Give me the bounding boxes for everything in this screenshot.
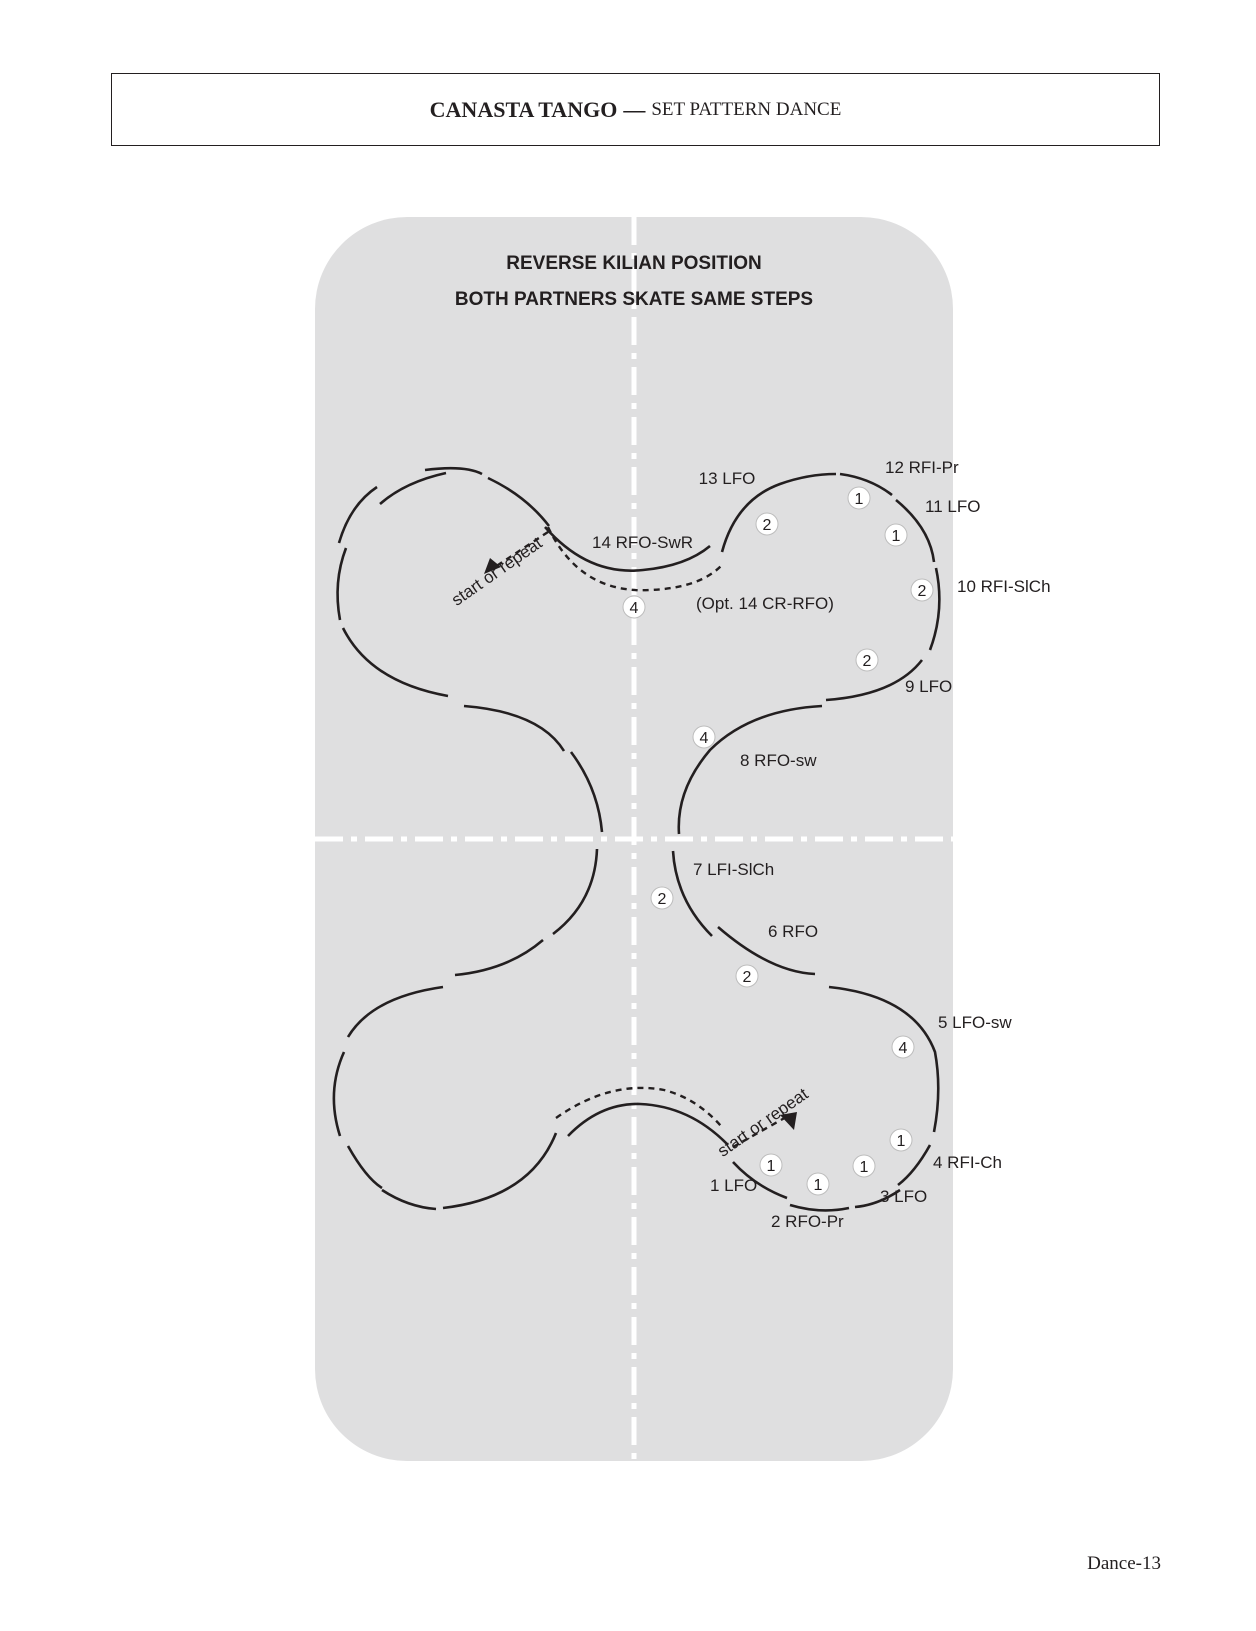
step-14-optional-label: (Opt. 14 CR-RFO): [696, 594, 834, 613]
step-8-label: 8 RFO-sw: [740, 751, 817, 770]
beat-circle: [910, 578, 934, 602]
beat-circle: [622, 595, 646, 619]
beat-count: 2: [743, 969, 752, 986]
beat-markers: 1 1 1 1 4 2 2 4 2 2 1 1 2 4: [622, 486, 934, 1196]
beat-count: 2: [763, 517, 772, 534]
step-13-label: 13 LFO: [699, 469, 756, 488]
beat-count: 1: [814, 1177, 823, 1194]
step-1-label: 1 LFO: [710, 1176, 757, 1195]
beat-circle: [884, 523, 908, 547]
step-6-label: 6 RFO: [768, 922, 818, 941]
step-5-label: 5 LFO-sw: [938, 1013, 1012, 1032]
beat-count: 1: [860, 1159, 869, 1176]
beat-count: 2: [658, 891, 667, 908]
step-12-label: 12 RFI-Pr: [885, 458, 959, 477]
beat-circle: [847, 486, 871, 510]
step-9-label: 9 LFO: [905, 677, 952, 696]
beat-count: 4: [700, 730, 709, 747]
beat-circle: [855, 648, 879, 672]
page-number: Dance-13: [1087, 1553, 1161, 1574]
step-2-label: 2 RFO-Pr: [771, 1212, 844, 1231]
partners-heading: BOTH PARTNERS SKATE SAME STEPS: [455, 289, 813, 310]
step-7-label: 7 LFI-SlCh: [693, 860, 774, 879]
beat-circle: [852, 1154, 876, 1178]
step-14-label: 14 RFO-SwR: [592, 533, 693, 552]
position-heading: REVERSE KILIAN POSITION: [506, 253, 761, 274]
beat-circle: [889, 1128, 913, 1152]
beat-count: 1: [855, 491, 864, 508]
right-pattern: [671, 472, 941, 1212]
beat-circle: [891, 1035, 915, 1059]
step-3-label: 3 LFO: [880, 1187, 927, 1206]
beat-count: 1: [767, 1158, 776, 1175]
step-11-label: 11 LFO: [925, 497, 980, 516]
dance-title: CANASTA TANGO: [429, 96, 618, 122]
beat-circle: [755, 512, 779, 536]
beat-circle: [735, 964, 759, 988]
beat-count: 4: [899, 1040, 908, 1057]
dance-subtitle: SET PATTERN DANCE: [651, 98, 842, 120]
beat-count: 1: [897, 1133, 906, 1150]
beat-circle: [650, 886, 674, 910]
beat-count: 2: [863, 653, 872, 670]
beat-circle: [692, 725, 716, 749]
beat-circle: [806, 1172, 830, 1196]
step-10-label: 10 RFI-SlCh: [957, 577, 1051, 596]
left-pattern: [332, 466, 729, 1211]
beat-count: 1: [892, 528, 901, 545]
title-box: CANASTA TANGO — SET PATTERN DANCE: [111, 73, 1160, 146]
title-separator: —: [623, 96, 646, 122]
beat-count: 4: [630, 600, 639, 617]
beat-count: 2: [918, 583, 927, 600]
beat-circle: [759, 1153, 783, 1177]
step-4-label: 4 RFI-Ch: [933, 1153, 1002, 1172]
